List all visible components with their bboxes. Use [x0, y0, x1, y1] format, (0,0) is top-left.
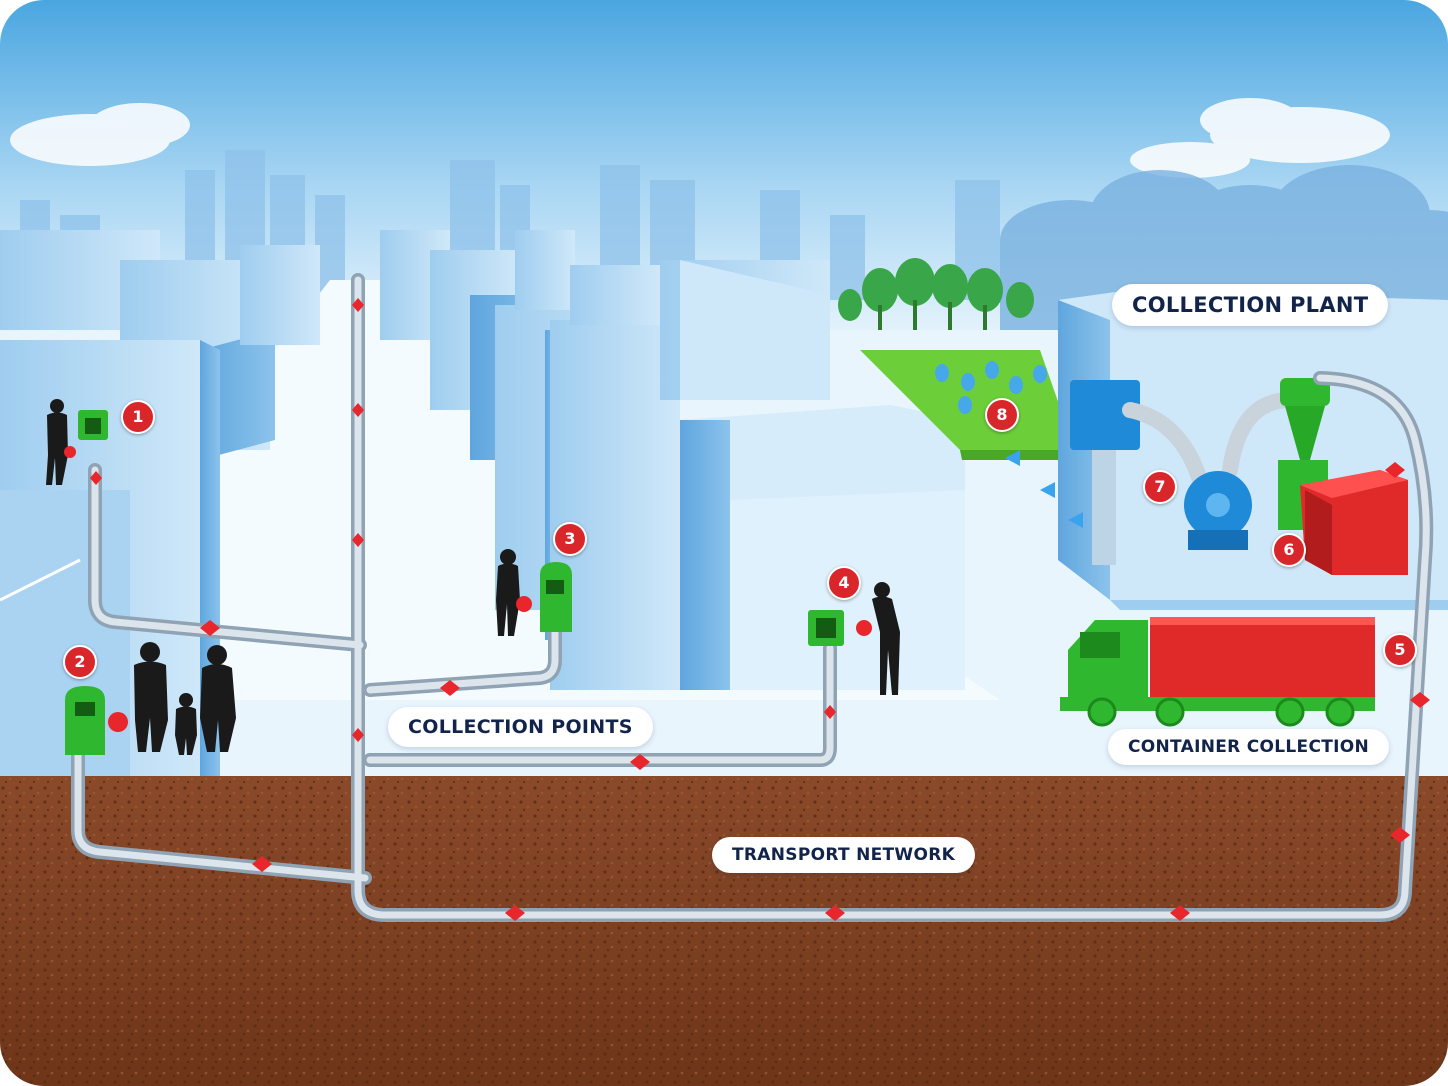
marker-4: 4 — [827, 566, 861, 600]
waste-packets — [90, 298, 1430, 921]
inlet-icon — [65, 410, 844, 755]
plant-machinery — [1005, 378, 1408, 575]
person-icon — [46, 399, 900, 755]
truck-icon — [1060, 617, 1375, 727]
mid-buildings — [240, 230, 830, 690]
label-container-collection: CONTAINER COLLECTION — [1108, 729, 1390, 765]
filter-icon — [1070, 380, 1140, 450]
marker-7: 7 — [1143, 470, 1177, 504]
marker-6: 6 — [1272, 533, 1306, 567]
label-collection-points: COLLECTION POINTS — [388, 707, 653, 747]
front-building — [680, 405, 965, 690]
label-transport-network: TRANSPORT NETWORK — [712, 837, 976, 873]
clouds — [10, 98, 1390, 178]
marker-3: 3 — [553, 522, 587, 556]
park — [838, 258, 1080, 460]
marker-2: 2 — [63, 645, 97, 679]
cyclone-separator-icon — [1280, 378, 1330, 406]
marker-5: 5 — [1383, 633, 1417, 667]
waste-bags — [64, 446, 872, 732]
tree-icon — [838, 258, 1034, 321]
label-collection-plant: COLLECTION PLANT — [1112, 284, 1389, 326]
marker-8: 8 — [985, 398, 1019, 432]
marker-1: 1 — [121, 400, 155, 434]
